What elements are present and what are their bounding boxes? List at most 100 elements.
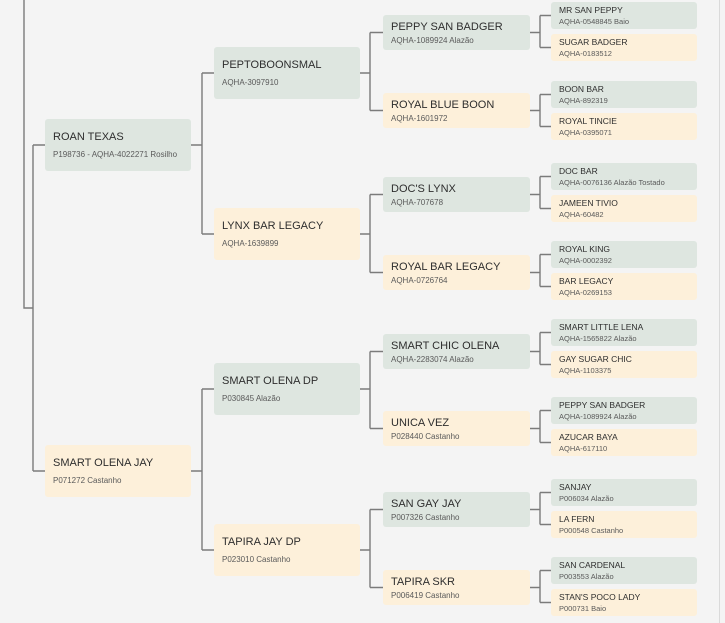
horse-registration: AQHA-60482: [559, 210, 604, 219]
horse-registration: P071272 Castanho: [53, 476, 122, 485]
horse-registration: AQHA-0726764: [391, 276, 448, 285]
dam-box[interactable]: STAN'S POCO LADY P000731 Baio: [551, 589, 697, 616]
horse-name: MR SAN PEPPY: [559, 5, 623, 15]
dam-box[interactable]: TAPIRA SKR P006419 Castanho: [383, 570, 530, 605]
horse-name: LYNX BAR LEGACY: [222, 220, 324, 232]
connector-line: [360, 193, 383, 274]
horse-name: SAN CARDENAL: [559, 560, 626, 570]
connector-line: [360, 31, 383, 112]
dam-box[interactable]: GAY SUGAR CHIC AQHA-1103375: [551, 351, 697, 378]
horse-registration: AQHA-1103375: [559, 366, 612, 375]
horse-registration: P006034 Alazão: [559, 494, 614, 503]
horse-registration: AQHA-0002392: [559, 256, 612, 265]
horse-registration: AQHA-0269153: [559, 288, 612, 297]
horse-name: SAN GAY JAY: [391, 498, 462, 510]
horse-registration: P028440 Castanho: [391, 432, 460, 441]
horse-registration: AQHA-2283074 Alazão: [391, 355, 474, 364]
sire-box[interactable]: ROAN TEXAS P198736 - AQHA-4022271 Rosilh…: [45, 119, 191, 171]
horse-registration: P000548 Castanho: [559, 526, 624, 535]
horse-name: TAPIRA JAY DP: [222, 536, 301, 548]
sire-box[interactable]: PEPPY SAN BADGER AQHA-1089924 Alazão: [551, 397, 697, 424]
connector-line: [191, 72, 214, 235]
connector-line: [530, 569, 551, 604]
sire-box[interactable]: SAN CARDENAL P003553 Alazão: [551, 557, 697, 584]
horse-registration: AQHA-0076136 Alazão Tostado: [559, 178, 665, 187]
horse-name: PEPPY SAN BADGER: [559, 400, 646, 410]
dam-box[interactable]: ROYAL BLUE BOON AQHA-1601972: [383, 93, 530, 128]
horse-name: BOON BAR: [559, 84, 604, 94]
horse-registration: AQHA-1565822 Alazão: [559, 334, 637, 343]
sire-box[interactable]: BOON BAR AQHA-892319: [551, 81, 697, 108]
dam-box[interactable]: LA FERN P000548 Castanho: [551, 511, 697, 538]
horse-registration: P023010 Castanho: [222, 555, 291, 564]
connector-line: [530, 14, 551, 49]
sire-box[interactable]: DOC BAR AQHA-0076136 Alazão Tostado: [551, 163, 697, 190]
connector-line: [23, 0, 33, 309]
horse-name: PEPPY SAN BADGER: [391, 21, 503, 33]
horse-name: BAR LEGACY: [559, 276, 614, 286]
dam-box[interactable]: ROYAL TINCIE AQHA-0395071: [551, 113, 697, 140]
sire-box[interactable]: DOC'S LYNX AQHA-707678: [383, 177, 530, 212]
connector-line: [360, 508, 383, 589]
connector-line: [530, 93, 551, 128]
horse-registration: AQHA-617110: [559, 444, 608, 453]
horse-registration: AQHA-707678: [391, 198, 444, 207]
horse-registration: P030845 Alazão: [222, 394, 281, 403]
horse-registration: AQHA-892319: [559, 96, 608, 105]
horse-registration: P007326 Castanho: [391, 513, 460, 522]
horse-name: UNICA VEZ: [391, 417, 450, 429]
sire-box[interactable]: PEPPY SAN BADGER AQHA-1089924 Alazão: [383, 15, 530, 50]
horse-name: SMART LITTLE LENA: [559, 322, 644, 332]
horse-registration: P003553 Alazão: [559, 572, 614, 581]
horse-name: ROAN TEXAS: [53, 131, 124, 143]
horse-name: ROYAL TINCIE: [559, 116, 617, 126]
horse-registration: AQHA-0395071: [559, 128, 612, 137]
dam-box[interactable]: AZUCAR BAYA AQHA-617110: [551, 429, 697, 456]
horse-name: SMART CHIC OLENA: [391, 340, 500, 352]
horse-name: SMART OLENA DP: [222, 375, 319, 387]
dam-box[interactable]: SUGAR BADGER AQHA-0183512: [551, 34, 697, 61]
horse-name: DOC'S LYNX: [391, 183, 456, 195]
panel-edge: [719, 0, 720, 623]
connector-line: [530, 409, 551, 444]
horse-registration: AQHA-1089924 Alazão: [559, 412, 637, 421]
horse-name: STAN'S POCO LADY: [559, 592, 641, 602]
horse-registration: AQHA-1089924 Alazão: [391, 36, 474, 45]
sire-box[interactable]: PEPTOBOONSMAL AQHA-3097910: [214, 47, 360, 99]
horse-registration: AQHA-1601972: [391, 114, 448, 123]
dam-box[interactable]: LYNX BAR LEGACY AQHA-1639899: [214, 208, 360, 260]
horse-name: PEPTOBOONSMAL: [222, 59, 322, 71]
dam-box[interactable]: ROYAL BAR LEGACY AQHA-0726764: [383, 255, 530, 290]
dam-box[interactable]: BAR LEGACY AQHA-0269153: [551, 273, 697, 300]
sire-box[interactable]: SMART OLENA DP P030845 Alazão: [214, 363, 360, 415]
horse-registration: AQHA-0183512: [559, 49, 612, 58]
horse-registration: P198736 - AQHA-4022271 Rosilho: [53, 150, 178, 159]
sire-box[interactable]: MR SAN PEPPY AQHA-0548845 Baio: [551, 2, 697, 29]
horse-name: JAMEEN TIVIO: [559, 198, 618, 208]
dam-box[interactable]: UNICA VEZ P028440 Castanho: [383, 411, 530, 446]
horse-name: TAPIRA SKR: [391, 576, 455, 588]
horse-name: SMART OLENA JAY: [53, 457, 154, 469]
horse-name: SANJAY: [559, 482, 592, 492]
horse-name: ROYAL BAR LEGACY: [391, 261, 501, 273]
horse-name: ROYAL KING: [559, 244, 611, 254]
horse-registration: P000731 Baio: [559, 604, 607, 613]
sire-box[interactable]: SMART LITTLE LENA AQHA-1565822 Alazão: [551, 319, 697, 346]
sire-box[interactable]: ROYAL KING AQHA-0002392: [551, 241, 697, 268]
sire-box[interactable]: SMART CHIC OLENA AQHA-2283074 Alazão: [383, 334, 530, 369]
connector-line: [530, 331, 551, 366]
dam-box[interactable]: TAPIRA JAY DP P023010 Castanho: [214, 524, 360, 576]
connector-line: [530, 253, 551, 288]
dam-box[interactable]: JAMEEN TIVIO AQHA-60482: [551, 195, 697, 222]
connector-line: [530, 175, 551, 210]
horse-name: AZUCAR BAYA: [559, 432, 618, 442]
sire-box[interactable]: SANJAY P006034 Alazão: [551, 479, 697, 506]
connector-line: [360, 350, 383, 430]
horse-name: GAY SUGAR CHIC: [559, 354, 632, 364]
sire-box[interactable]: SAN GAY JAY P007326 Castanho: [383, 492, 530, 527]
dam-box[interactable]: SMART OLENA JAY P071272 Castanho: [45, 445, 191, 497]
horse-registration: AQHA-3097910: [222, 78, 279, 87]
connector-line: [530, 491, 551, 526]
